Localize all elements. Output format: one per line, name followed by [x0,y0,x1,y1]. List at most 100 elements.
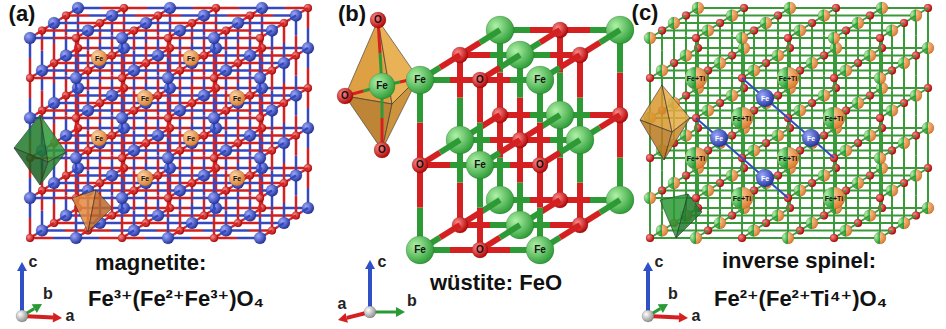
bond [128,151,134,155]
bond [220,151,226,155]
fe-ti-sphere [910,170,922,182]
fe-ti-sphere [922,122,934,134]
bond [922,48,928,52]
bond [922,88,928,92]
bond [60,136,66,140]
bond [864,56,870,60]
fe-sphere [254,232,266,244]
bond [220,231,226,235]
axis-arrowhead [53,313,62,323]
bond [60,176,66,180]
bond [726,56,732,60]
bond [864,176,870,180]
bond [152,56,158,60]
bond [36,231,42,235]
bond [232,223,238,227]
bond [680,16,686,20]
bond [60,96,66,100]
fe-ti-sphere [864,50,876,62]
bond [106,176,112,180]
fe-ti-sphere-half [772,50,778,62]
bond [94,183,100,187]
fe-ti-sphere [910,10,922,22]
fe-ti-sphere-half [852,177,858,189]
bond [818,56,824,60]
bond [714,23,720,27]
bond [266,111,272,115]
bond [36,191,42,195]
bond [738,8,744,12]
fe-ti-sphere [898,137,910,149]
bond [668,63,674,67]
fe-sphere [36,65,48,77]
bond [266,151,272,155]
fe-sphere [91,50,107,66]
bond [760,143,766,147]
fe-sphere [290,10,302,22]
bond [480,30,500,43]
bond [266,191,272,195]
fe-ti-sphere-half [818,170,824,182]
fe-ti-sphere [864,130,876,142]
bond [174,191,180,195]
fe-sphere [70,152,82,164]
bond [174,111,180,115]
bond [818,16,824,20]
bond [714,223,720,227]
bond [290,176,296,180]
bond [174,31,180,35]
fe-sphere [244,50,256,62]
bond [726,216,732,220]
bond [560,140,580,153]
o-sphere [72,114,80,122]
axis-arrow [368,269,372,312]
fe-ti-sphere-half [910,10,916,22]
fe-sphere [72,2,84,14]
fe-ti-sphere [726,90,738,102]
bond [220,71,226,75]
bond [864,96,870,100]
bond [48,23,54,27]
fe-ti-sphere-half [864,130,870,142]
fe-sphere [60,50,72,62]
bond [106,216,112,220]
bond [198,216,204,220]
bond [244,16,250,20]
fe-sphere [198,10,210,22]
bond [118,8,124,12]
fe-ti-sphere [692,2,704,14]
bond [232,23,238,27]
fe-ti-sphere [726,10,738,22]
bond [278,23,284,27]
fe-ti-sphere [898,57,910,69]
bond [910,136,916,140]
bond [72,8,78,12]
o-sphere [412,157,428,173]
bond [256,8,262,12]
fe-sphere [266,25,278,37]
fe-sphere [24,32,36,44]
octahedron [40,152,66,185]
fe-ti-sphere-half [760,17,766,29]
fe-sphere [220,145,232,157]
fe-sphere [106,10,118,22]
bond [128,111,134,115]
fe-ti-sphere [714,217,726,229]
fe-sphere [174,105,186,117]
bond [784,8,790,12]
bond [266,71,272,75]
fe-sphere [128,145,140,157]
bond [680,176,686,180]
bond [290,216,296,220]
fe-sphere [198,90,210,102]
fe-sphere [266,185,278,197]
bond [692,8,698,12]
fe-sphere [220,225,232,237]
fe-ti-sphere [852,177,864,189]
bond [910,216,916,220]
bond [152,136,158,140]
bond [48,63,54,67]
fe-sphere [302,202,314,214]
bond [290,56,296,60]
o-sphere [472,242,488,258]
